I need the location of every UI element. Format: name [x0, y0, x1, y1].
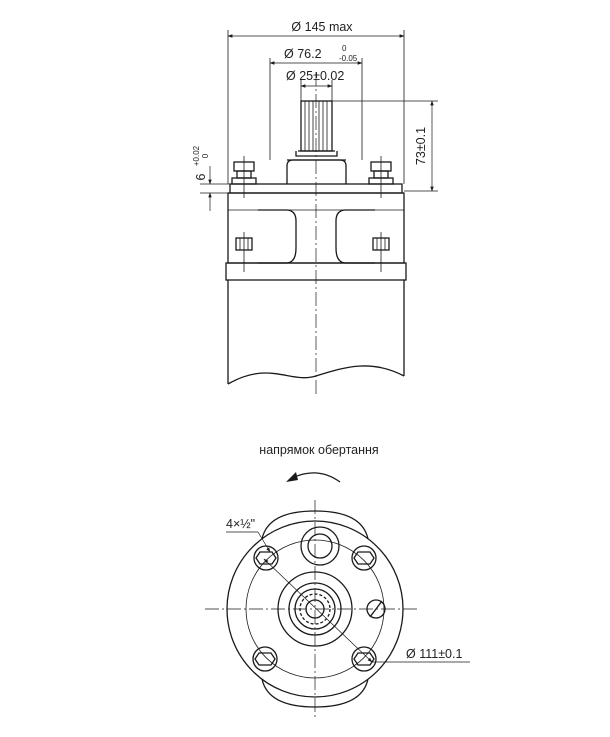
port-plug-left: [235, 232, 253, 272]
dim-bolt-circle: Ø 111±0.1: [406, 647, 462, 661]
housing-bottom-lobe: [261, 678, 369, 708]
housing-break-line: [227, 365, 405, 385]
dim-pilot-height-tol-lower: 0: [201, 153, 210, 158]
dim-pilot-diameter: Ø 76.2: [284, 47, 322, 61]
dim-ports: 4×½": [226, 517, 255, 531]
rotation-arc: [291, 472, 341, 483]
bolt-hole-bottom-right: [351, 646, 377, 672]
housing-outer-circle: [226, 520, 404, 698]
dim-pilot-tol-upper: 0: [342, 44, 347, 53]
front-view: 4×½" Ø 111±0.1: [205, 500, 470, 718]
dim-bolt-circle-line: [263, 558, 373, 663]
bolt-hole-bottom-left: [252, 646, 278, 672]
dim-pilot-height: 6: [194, 173, 208, 180]
pilot-boss: [286, 159, 347, 184]
housing-top-lobe: [261, 510, 369, 540]
bolt-circle: [245, 539, 385, 679]
dim-pilot-tol-lower: -0.05: [339, 54, 358, 63]
rotation-direction-label: напрямок обертання: [259, 443, 378, 457]
shaft: [295, 100, 338, 157]
stud-right: [368, 156, 394, 198]
dim-shaft-length: 73±0.1: [414, 127, 428, 165]
body-band: [225, 262, 407, 281]
dim-pilot-height-tol-upper: +0.02: [192, 145, 201, 166]
bolt-hole-top-right: [351, 545, 377, 571]
rotation-arrow-icon: [286, 472, 298, 482]
stud-left: [231, 156, 257, 198]
body-recess-right: [335, 209, 375, 264]
top-port-inner: [307, 533, 333, 559]
bolt-hole-top-left: [253, 545, 279, 571]
body-recess-left: [258, 209, 297, 264]
port-plug-right: [372, 232, 390, 272]
dim-shaft-diameter: Ø 25±0.02: [286, 69, 344, 83]
ports-leader: [257, 531, 271, 553]
top-port-outer: [300, 526, 340, 566]
side-view: Ø 145 max Ø 76.2 0 -0.05 Ø 25±0.02 73±0.…: [192, 20, 438, 395]
dim-outer-diameter: Ø 145 max: [291, 20, 353, 34]
